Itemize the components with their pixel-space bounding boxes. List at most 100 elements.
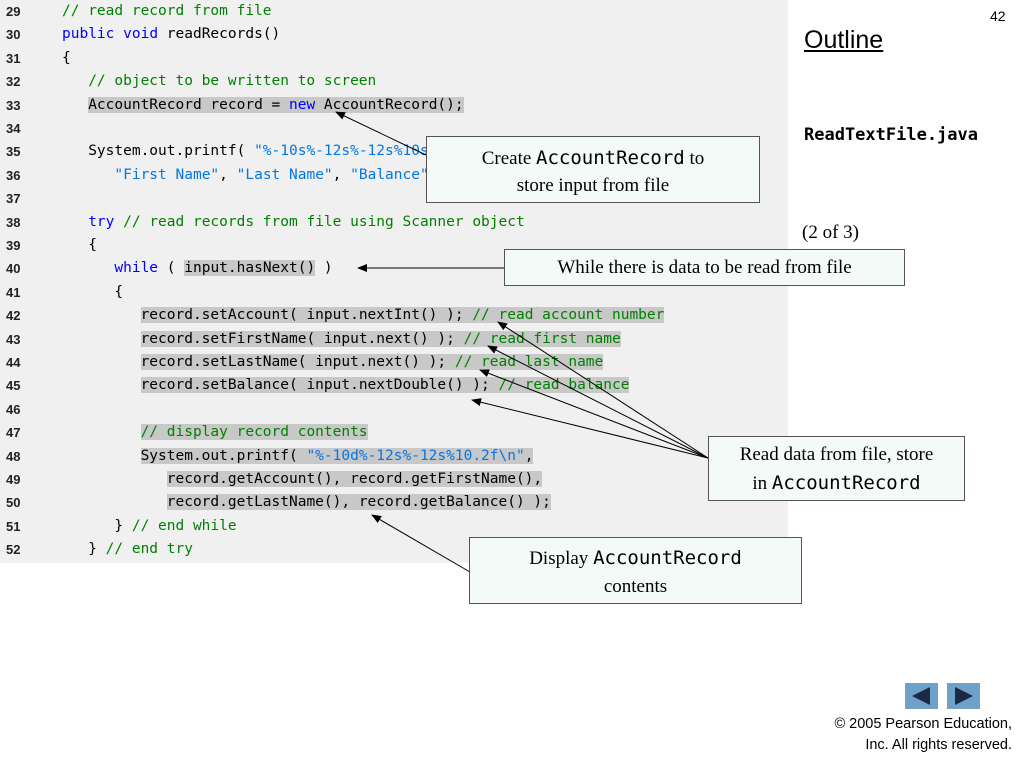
- outline-link[interactable]: Outline: [804, 26, 884, 54]
- code-token: // end while: [131, 517, 237, 534]
- class-name: AccountRecord: [536, 147, 685, 169]
- arrow-display: [371, 514, 471, 573]
- code-line: 33 AccountRecord record = new AccountRec…: [0, 94, 788, 117]
- arrow-read-3: [479, 369, 709, 459]
- code-token: AccountRecord();: [315, 96, 464, 113]
- code-line: 40 while ( input.hasNext() ): [0, 257, 788, 280]
- code-line: 51 } // end while: [0, 515, 788, 538]
- code-token: // read first name: [463, 330, 621, 347]
- code-token: // display record contents: [140, 424, 368, 441]
- code-token: "%-10d%-12s%-12s%10.2f\n": [306, 447, 525, 464]
- code-text: record.setLastName( input.next() ); // r…: [62, 351, 604, 374]
- line-number: 52: [6, 542, 21, 558]
- code-token: // end try: [105, 541, 193, 558]
- code-token: System.out.printf(: [140, 447, 307, 464]
- code-token: ,: [332, 166, 351, 183]
- code-text: record.setBalance( input.nextDouble() );…: [62, 374, 630, 397]
- code-token: record.setLastName( input.next() );: [140, 354, 455, 370]
- code-text: } // end try: [62, 538, 193, 561]
- code-token: public: [62, 26, 115, 43]
- code-token: record.setAccount( input.nextInt() );: [140, 307, 473, 324]
- code-line: 47 // display record contents: [0, 421, 788, 444]
- arrow-read-1: [497, 321, 709, 459]
- code-token: record.getAccount(), record.getFirstName…: [166, 471, 543, 487]
- code-text: record.getLastName(), record.getBalance(…: [62, 491, 551, 514]
- callout-while-loop: While there is data to be read from file: [504, 249, 905, 286]
- code-token: System.out.printf(: [62, 143, 255, 160]
- code-token: // read last name: [454, 354, 604, 370]
- code-line: 49 record.getAccount(), record.getFirstN…: [0, 468, 788, 491]
- code-token: "%-10s%-12s%-12s%10s\n": [254, 143, 455, 160]
- line-number: 43: [6, 331, 21, 347]
- line-number: 31: [6, 50, 21, 66]
- line-number: 42: [6, 308, 21, 324]
- line-number: 51: [6, 518, 21, 534]
- callout-create-record: Create AccountRecord to store input from…: [426, 136, 760, 203]
- line-number: 38: [6, 214, 21, 230]
- code-line: 38 try // read records from file using S…: [0, 211, 788, 234]
- line-number: 48: [6, 448, 21, 464]
- code-line: 34: [0, 117, 788, 140]
- code-token: input.hasNext(): [184, 260, 316, 277]
- code-line: 31{: [0, 47, 788, 70]
- line-number: 36: [6, 167, 21, 183]
- code-token: // read record from file: [62, 3, 272, 19]
- line-number: 35: [6, 144, 21, 160]
- code-line: 36 "First Name", "Last Name", "Balance" …: [0, 164, 788, 187]
- code-line: 30 public void readRecords(): [0, 23, 788, 46]
- code-token: }: [62, 541, 106, 558]
- code-line: 42 record.setAccount( input.nextInt() );…: [0, 304, 788, 327]
- code-line: 46: [0, 398, 788, 421]
- slide-number: 42: [990, 8, 1006, 24]
- code-token: (: [158, 260, 185, 277]
- code-text: record.setFirstName( input.next() ); // …: [62, 328, 621, 351]
- code-text: record.getAccount(), record.getFirstName…: [62, 468, 543, 491]
- arrow-read-4: [471, 398, 709, 459]
- line-number: 47: [6, 425, 21, 441]
- code-text: } // end while: [62, 515, 237, 538]
- code-text: {: [62, 234, 97, 257]
- code-text: public void readRecords(): [62, 23, 280, 46]
- line-number: 44: [6, 355, 21, 370]
- code-text: record.setAccount( input.nextInt() ); //…: [62, 304, 665, 327]
- copyright-notice: © 2005 Pearson Education, Inc. All right…: [834, 716, 1012, 753]
- class-name: AccountRecord: [771, 472, 921, 494]
- previous-slide-button[interactable]: [905, 683, 938, 709]
- triangle-right-icon: [955, 687, 973, 705]
- line-number: 33: [6, 97, 21, 113]
- code-token: "Balance": [350, 166, 429, 183]
- code-text: {: [62, 281, 123, 304]
- code-token: ,: [219, 166, 237, 183]
- line-number: 49: [6, 472, 21, 487]
- code-token: record.getLastName(), record.getBalance(…: [166, 494, 551, 511]
- class-name: AccountRecord: [593, 547, 742, 569]
- code-line: 48 System.out.printf( "%-10d%-12s%-12s%1…: [0, 445, 788, 468]
- page-indicator: (2 of 3): [802, 222, 859, 243]
- line-number: 50: [6, 495, 21, 511]
- code-text: "First Name", "Last Name", "Balance" );: [62, 164, 455, 187]
- code-token: "Last Name": [236, 166, 333, 183]
- line-number: 30: [6, 27, 21, 43]
- code-text: while ( input.hasNext() ): [62, 257, 333, 280]
- next-slide-button[interactable]: [947, 683, 980, 709]
- code-token: try: [88, 213, 115, 230]
- line-number: 40: [6, 261, 21, 277]
- code-token: ): [315, 260, 333, 277]
- code-line: 32 // object to be written to screen: [0, 70, 788, 93]
- code-token: // object to be written to screen: [62, 73, 377, 90]
- line-number: 32: [6, 74, 21, 90]
- line-number: 29: [6, 4, 21, 19]
- code-token: {: [62, 237, 97, 253]
- code-token: }: [62, 517, 132, 534]
- code-token: void: [123, 26, 159, 43]
- code-line: 41 {: [0, 281, 788, 304]
- code-text: // object to be written to screen: [62, 70, 376, 93]
- code-token: // read account number: [472, 307, 665, 324]
- code-line: 43 record.setFirstName( input.next() ); …: [0, 328, 788, 351]
- triangle-left-icon: [912, 687, 930, 705]
- arrow-read-2: [487, 345, 709, 459]
- code-line: 39 {: [0, 234, 788, 257]
- callout-display-record: Display AccountRecord contents: [469, 537, 802, 604]
- arrow-create: [335, 111, 427, 156]
